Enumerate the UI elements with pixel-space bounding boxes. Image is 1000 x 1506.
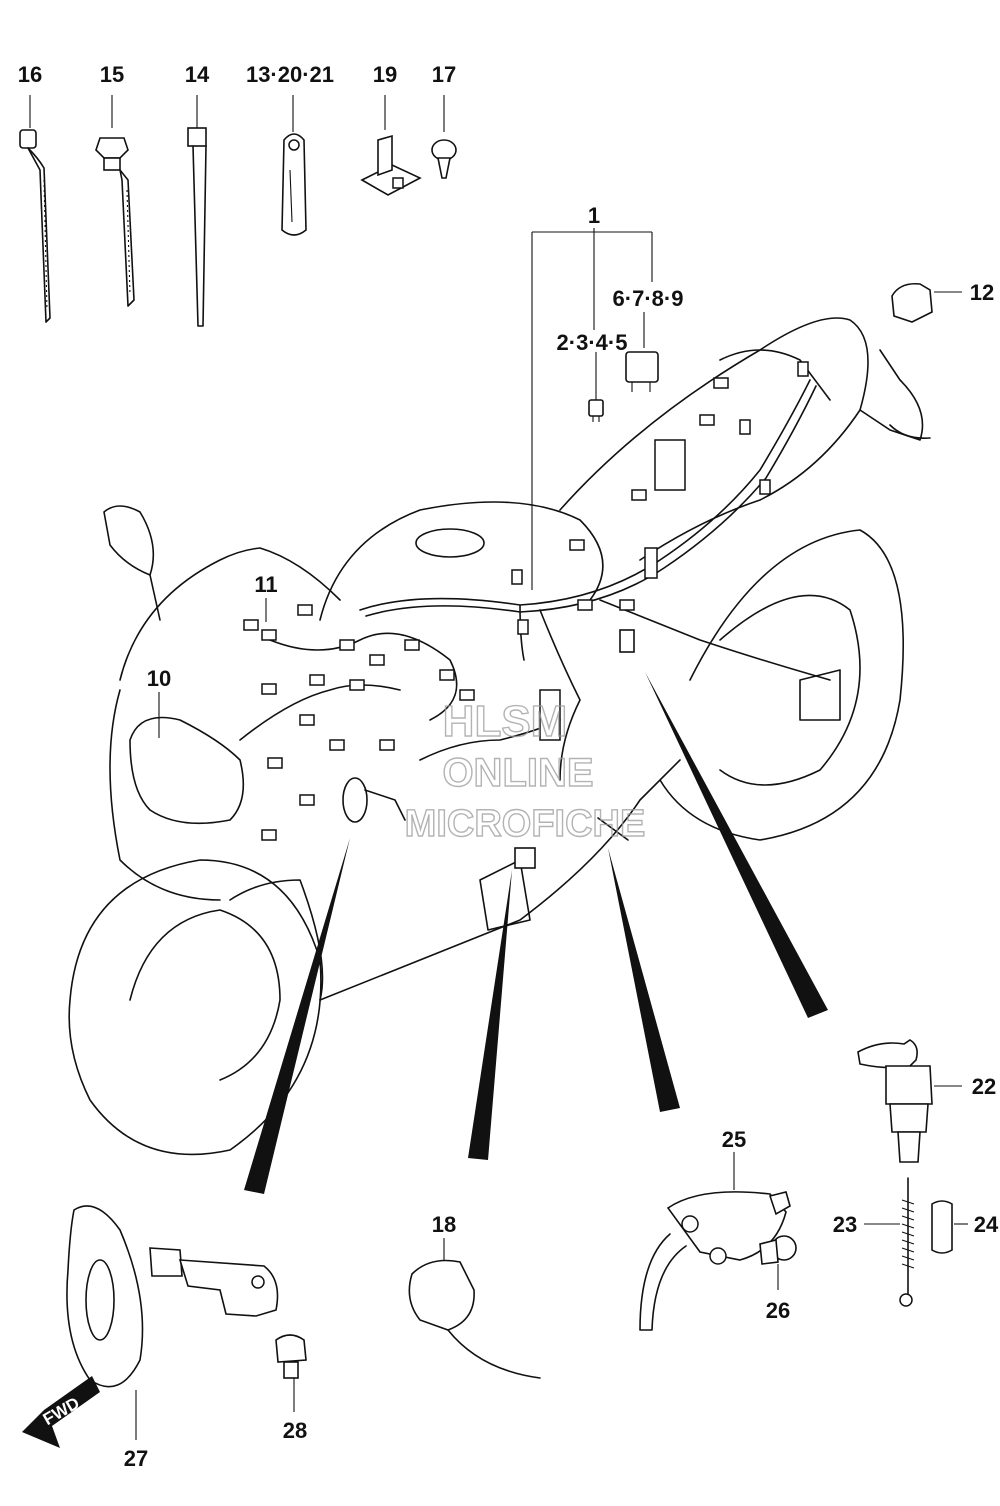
callout-26: 26 bbox=[766, 1298, 790, 1323]
sensor-18 bbox=[408, 1238, 541, 1379]
callout-12: 12 bbox=[970, 280, 994, 305]
callout-24: 24 bbox=[974, 1212, 999, 1237]
switch-on-bike bbox=[514, 629, 635, 869]
watermark-line2: ONLINE bbox=[442, 751, 593, 795]
callout-17: 17 bbox=[432, 62, 456, 87]
fwd-arrow-icon: FWD bbox=[22, 1376, 100, 1448]
motorcycle-outline bbox=[68, 317, 931, 1156]
callout-23: 23 bbox=[833, 1212, 857, 1237]
sleeve-24 bbox=[931, 1200, 968, 1254]
cable-tie-14 bbox=[187, 95, 207, 327]
cable-clamp-15 bbox=[95, 95, 135, 307]
callout-6-7-8-9: 6·7·8·9 bbox=[613, 286, 684, 311]
watermark: HLSM ONLINE MICROFICHE bbox=[404, 696, 646, 845]
callout-15: 15 bbox=[100, 62, 124, 87]
cable-guide-13-20-21 bbox=[281, 95, 307, 236]
bolt-26 bbox=[759, 1235, 797, 1290]
callout-28: 28 bbox=[283, 1418, 307, 1443]
callout-2-3-4-5: 2·3·4·5 bbox=[557, 330, 628, 355]
pointer-wedges bbox=[244, 672, 828, 1194]
switch-25 bbox=[639, 1152, 791, 1331]
horn-27 bbox=[66, 1205, 279, 1440]
callout-18: 18 bbox=[432, 1212, 456, 1237]
callout-22: 22 bbox=[972, 1074, 996, 1099]
callout-11: 11 bbox=[254, 572, 277, 597]
relay-icon bbox=[625, 351, 659, 392]
horn-on-bike bbox=[342, 777, 406, 823]
callout-14: 14 bbox=[185, 62, 210, 87]
spring-23 bbox=[864, 1177, 915, 1307]
fuse-relay-leader bbox=[531, 228, 653, 590]
watermark-line1: HLSM bbox=[443, 697, 568, 746]
bracket-19 bbox=[360, 95, 422, 196]
bolt-28 bbox=[275, 1334, 307, 1412]
watermark-line3: MICROFICHE bbox=[405, 803, 646, 845]
callout-16: 16 bbox=[18, 62, 42, 87]
fuse-icon bbox=[588, 399, 604, 422]
harness-connectors bbox=[243, 361, 809, 841]
cable-tie-16 bbox=[19, 95, 51, 323]
sensor-22 bbox=[857, 1039, 962, 1163]
connector-12 bbox=[891, 282, 962, 323]
callout-19: 19 bbox=[373, 62, 397, 87]
clip-17 bbox=[431, 95, 457, 179]
callout-27: 27 bbox=[124, 1446, 148, 1471]
callout-10: 10 bbox=[147, 666, 171, 691]
callout-25: 25 bbox=[722, 1127, 746, 1152]
callout-13-20-21: 13·20·21 bbox=[246, 62, 334, 87]
callout-1: 1 bbox=[588, 203, 600, 228]
